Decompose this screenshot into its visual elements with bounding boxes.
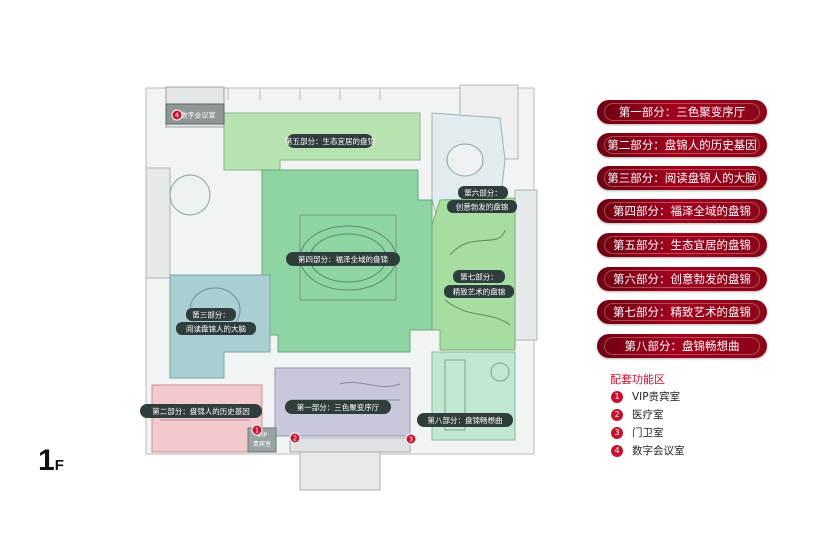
label-part2: 第二部分：盘锦人的历史基因 [140,404,262,418]
marker-2-icon: 2 [289,432,301,444]
floor-number: 1 [38,444,55,477]
floor-suffix: F [54,457,64,474]
legend-item-part3: 第三部分：阅读盘锦人的大脑 [597,166,767,190]
svg-text:第六部分：: 第六部分： [464,188,502,198]
label-part5: 第五部分：生态宜居的盘锦 [285,134,375,148]
floor-indicator: 1F [38,446,64,476]
legend-item-part6: 第六部分：创意勃发的盘锦 [597,267,767,291]
facility-markers: 4 1 2 3 [171,109,417,445]
marker-4-icon: 4 [171,109,183,121]
svg-text:第二部分：盘锦人的历史基因: 第二部分：盘锦人的历史基因 [152,406,250,416]
facility-item-vip: 1 VIP贵宾室 [611,390,680,404]
svg-text:阅读盘锦人的大脑: 阅读盘锦人的大脑 [186,324,246,334]
facility-label: VIP贵宾室 [632,391,681,403]
facility-item-medical: 2 医疗室 [611,408,664,422]
label-part6: 第六部分： 创意勃发的盘锦 [447,186,517,213]
legend-item-part7: 第七部分：精致艺术的盘锦 [597,300,767,324]
legend-item-part8: 第八部分：盘锦畅想曲 [597,334,767,358]
facility-item-conference: 4 数字会议室 [611,444,685,458]
svg-text:3: 3 [409,436,413,444]
zone-part2 [151,384,263,453]
marker-1-icon: 1 [251,424,263,436]
legend-item-part2: 第二部分：盘锦人的历史基因 [597,133,767,157]
label-room-conf: 数字会议室 [181,111,216,120]
facility-number-icon: 3 [611,427,623,439]
facility-number-icon: 1 [611,391,623,403]
facility-label: 数字会议室 [632,445,685,457]
legend-item-part1: 第一部分：三色聚变序厅 [597,100,767,124]
facility-item-guard: 3 门卫室 [611,426,664,440]
svg-text:第五部分：生态宜居的盘锦: 第五部分：生态宜居的盘锦 [285,136,375,146]
svg-text:第七部分：: 第七部分： [460,272,498,282]
svg-text:第一部分：三色聚变序厅: 第一部分：三色聚变序厅 [297,402,380,412]
marker-3-icon: 3 [405,433,417,445]
svg-text:1: 1 [255,427,259,435]
svg-text:创意勃发的盘锦: 创意勃发的盘锦 [456,202,509,212]
facilities-title: 配套功能区 [610,373,665,386]
label-room-vip: VIP 贵宾室 [253,431,271,448]
label-part1: 第一部分：三色聚变序厅 [285,400,391,414]
facility-label: 门卫室 [632,427,664,439]
svg-text:贵宾室: 贵宾室 [253,440,271,448]
svg-text:第八部分：盘锦畅想曲: 第八部分：盘锦畅想曲 [428,415,503,425]
label-part4: 第四部分：福泽全域的盘锦 [286,252,400,266]
label-part3: 第三部分： 阅读盘锦人的大脑 [176,308,256,335]
svg-text:精致艺术的盘锦: 精致艺术的盘锦 [453,287,506,297]
facility-label: 医疗室 [632,409,664,421]
map-labels: 第五部分：生态宜居的盘锦 第六部分： 创意勃发的盘锦 第四部分：福泽全域的盘锦 … [140,111,517,448]
legend-item-part4: 第四部分：福泽全域的盘锦 [597,199,767,223]
svg-text:第三部分：: 第三部分： [192,310,230,320]
svg-text:VIP: VIP [257,431,267,439]
svg-text:4: 4 [175,112,180,120]
facility-number-icon: 4 [611,445,623,457]
svg-text:第四部分：福泽全域的盘锦: 第四部分：福泽全域的盘锦 [298,254,388,264]
svg-text:2: 2 [293,435,297,443]
label-part8: 第八部分：盘锦畅想曲 [417,413,513,427]
legend-item-part5: 第五部分：生态宜居的盘锦 [597,233,767,257]
label-part7: 第七部分： 精致艺术的盘锦 [444,270,514,298]
svg-text:数字会议室: 数字会议室 [181,111,216,120]
facility-number-icon: 2 [611,409,623,421]
